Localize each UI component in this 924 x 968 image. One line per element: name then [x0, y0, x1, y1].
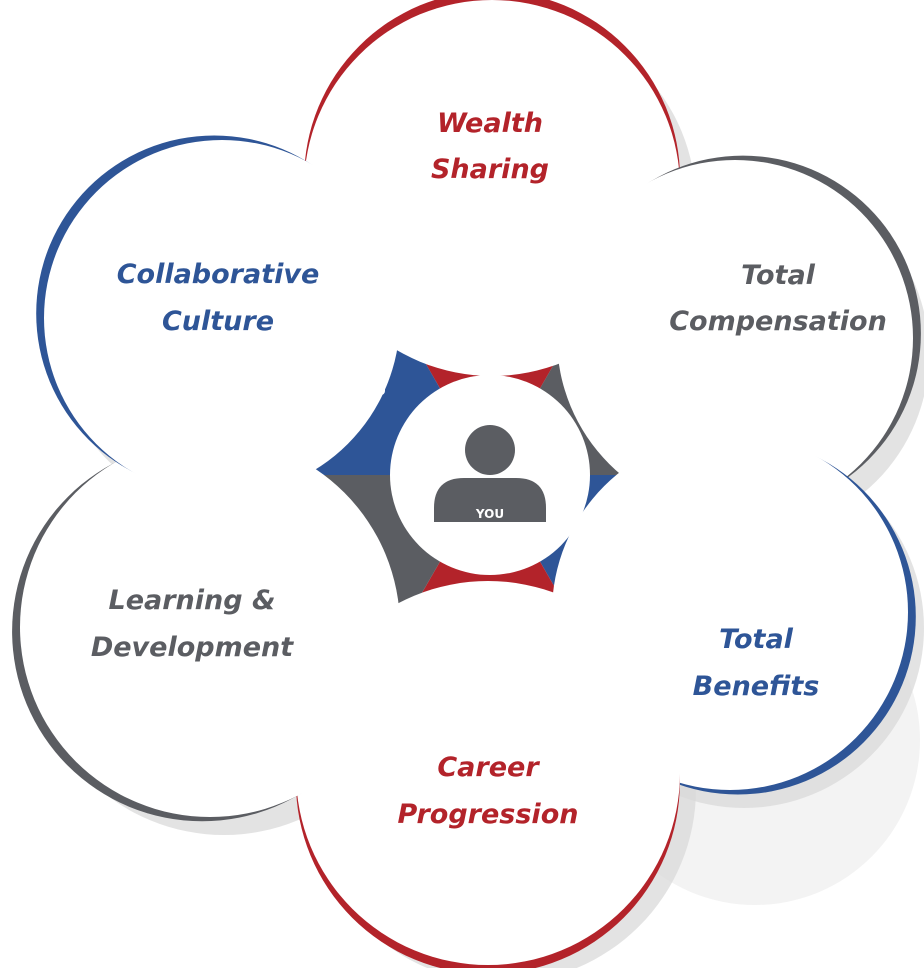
person-head	[465, 425, 515, 475]
you-label: YOU	[475, 507, 504, 521]
learning-development-label-line: Learning &	[108, 585, 275, 616]
teamwork-hands-icon	[335, 345, 385, 395]
learning-development-label-line: Development	[91, 632, 294, 663]
wealth-sharing-label-line: Sharing	[431, 154, 549, 185]
total-compensation-label-line: Compensation	[669, 306, 887, 337]
person-body	[434, 478, 546, 522]
learning-development-petal	[12, 437, 400, 822]
owl-books-icon	[313, 504, 373, 570]
total-benefits-label-line: Total	[719, 624, 794, 655]
health-hands-icon	[585, 545, 643, 599]
career-progression-label-line: Career	[437, 752, 540, 783]
total-compensation-petal-face	[557, 160, 913, 516]
segment-icons: $$	[313, 297, 662, 668]
learning-development-label: Learning & Development	[91, 585, 294, 663]
collaborative-culture-petal	[36, 135, 400, 496]
career-progression-label-line: Progression	[398, 799, 579, 830]
growth-chart-icon	[443, 608, 511, 668]
wealth-sharing-label-line: Wealth	[437, 108, 543, 139]
svg-text:$: $	[639, 411, 649, 429]
person-icon	[434, 425, 546, 522]
learning-development-petal-face	[20, 437, 400, 817]
total-compensation-label-line: Total	[741, 260, 816, 291]
svg-text:$: $	[493, 313, 503, 329]
center-you: YOU	[434, 425, 546, 522]
total-compensation-petal	[557, 155, 921, 516]
money-bag-icon: $	[605, 375, 662, 439]
petals	[12, 0, 921, 968]
hand-money-icon: $	[467, 297, 529, 343]
collaborative-culture-label-line: Culture	[162, 306, 274, 337]
collaborative-culture-petal-face	[44, 140, 400, 496]
collaborative-culture-label-line: Collaborative	[117, 259, 320, 290]
total-benefits-label-line: Benefits	[693, 671, 820, 702]
